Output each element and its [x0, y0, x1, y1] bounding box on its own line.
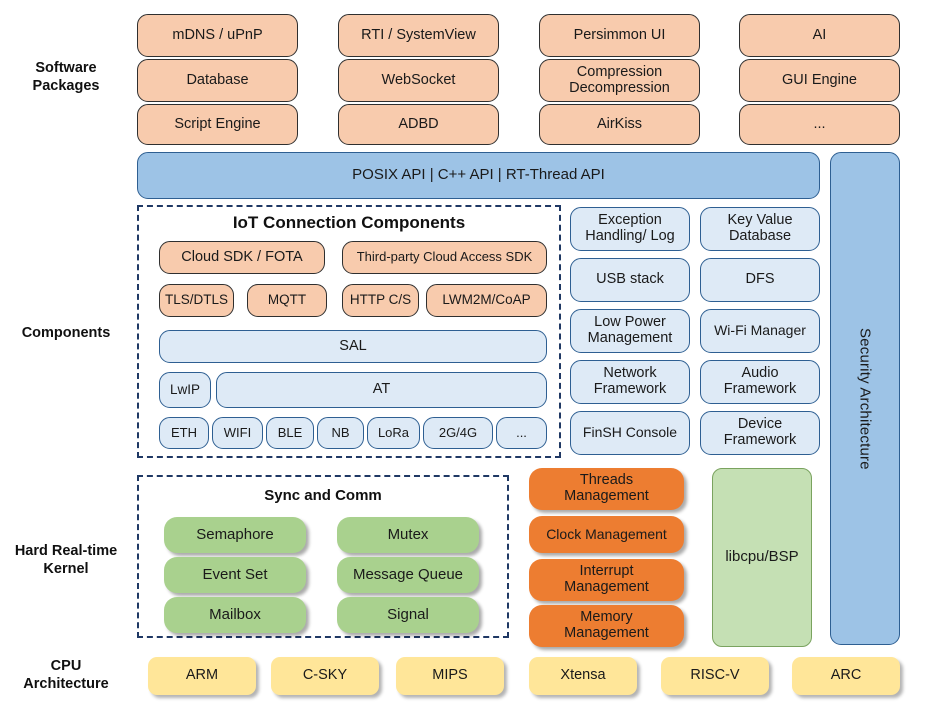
iot-protocol-box[interactable]: HTTP C/S: [342, 284, 419, 317]
api-layer-bar[interactable]: POSIX API | C++ API | RT-Thread API: [137, 152, 820, 199]
iot-link-box[interactable]: LoRa: [367, 417, 420, 449]
security-architecture-bar[interactable]: Security Architecture: [830, 152, 900, 645]
software-package-box[interactable]: AirKiss: [539, 104, 700, 145]
cpu-arch-box[interactable]: RISC-V: [661, 657, 769, 695]
iot-sdk-box[interactable]: Cloud SDK / FOTA: [159, 241, 325, 274]
software-package-box[interactable]: Compression Decompression: [539, 59, 700, 102]
cpu-arch-box[interactable]: MIPS: [396, 657, 504, 695]
software-package-box[interactable]: GUI Engine: [739, 59, 900, 102]
component-box[interactable]: Low Power Management: [570, 309, 690, 353]
row-label-kernel: Hard Real-time Kernel: [14, 542, 118, 577]
cpu-arch-box[interactable]: ARC: [792, 657, 900, 695]
iot-link-box[interactable]: ETH: [159, 417, 209, 449]
component-box[interactable]: DFS: [700, 258, 820, 302]
cpu-arch-box[interactable]: C-SKY: [271, 657, 379, 695]
iot-protocol-box[interactable]: LWM2M/CoAP: [426, 284, 547, 317]
iot-protocol-box[interactable]: TLS/DTLS: [159, 284, 234, 317]
iot-connection-components-group: [137, 205, 561, 458]
component-box[interactable]: Device Framework: [700, 411, 820, 455]
kernel-management-box[interactable]: Interrupt Management: [529, 559, 684, 601]
software-package-box[interactable]: WebSocket: [338, 59, 499, 102]
iot-lwip-box[interactable]: LwIP: [159, 372, 211, 408]
software-package-box[interactable]: mDNS / uPnP: [137, 14, 298, 57]
component-box[interactable]: Exception Handling/ Log: [570, 207, 690, 251]
software-package-box[interactable]: ...: [739, 104, 900, 145]
iot-link-box[interactable]: ...: [496, 417, 547, 449]
sync-comm-box[interactable]: Event Set: [164, 557, 306, 593]
libcpu-bsp-box[interactable]: libcpu/BSP: [712, 468, 812, 647]
component-box[interactable]: Network Framework: [570, 360, 690, 404]
component-box[interactable]: Wi-Fi Manager: [700, 309, 820, 353]
sync-comm-box[interactable]: Signal: [337, 597, 479, 633]
iot-link-box[interactable]: NB: [317, 417, 364, 449]
sync-comm-box[interactable]: Message Queue: [337, 557, 479, 593]
iot-link-box[interactable]: 2G/4G: [423, 417, 493, 449]
sync-and-comm-group: [137, 475, 509, 638]
row-label-cpu-architecture: CPU Architecture: [23, 657, 109, 692]
iot-at-box[interactable]: AT: [216, 372, 547, 408]
sync-comm-box[interactable]: Semaphore: [164, 517, 306, 553]
cpu-arch-box[interactable]: ARM: [148, 657, 256, 695]
row-label-software-packages: Software Packages: [32, 59, 100, 94]
iot-sdk-box[interactable]: Third-party Cloud Access SDK: [342, 241, 547, 274]
software-package-box[interactable]: Script Engine: [137, 104, 298, 145]
software-package-box[interactable]: AI: [739, 14, 900, 57]
kernel-management-box[interactable]: Threads Management: [529, 468, 684, 510]
cpu-arch-box[interactable]: Xtensa: [529, 657, 637, 695]
iot-sal-box[interactable]: SAL: [159, 330, 547, 363]
component-box[interactable]: Key Value Database: [700, 207, 820, 251]
component-box[interactable]: USB stack: [570, 258, 690, 302]
component-box[interactable]: Audio Framework: [700, 360, 820, 404]
software-package-box[interactable]: Persimmon UI: [539, 14, 700, 57]
iot-link-box[interactable]: WIFI: [212, 417, 263, 449]
row-label-components: Components: [21, 324, 111, 341]
software-package-box[interactable]: Database: [137, 59, 298, 102]
iot-protocol-box[interactable]: MQTT: [247, 284, 327, 317]
software-package-box[interactable]: ADBD: [338, 104, 499, 145]
iot-group-title: IoT Connection Components: [232, 213, 466, 232]
component-box[interactable]: FinSH Console: [570, 411, 690, 455]
kernel-management-box[interactable]: Clock Management: [529, 516, 684, 553]
software-package-box[interactable]: RTI / SystemView: [338, 14, 499, 57]
iot-link-box[interactable]: BLE: [266, 417, 314, 449]
sync-comm-box[interactable]: Mutex: [337, 517, 479, 553]
kernel-management-box[interactable]: Memory Management: [529, 605, 684, 647]
sync-comm-box[interactable]: Mailbox: [164, 597, 306, 633]
sync-and-comm-title: Sync and Comm: [264, 487, 382, 504]
